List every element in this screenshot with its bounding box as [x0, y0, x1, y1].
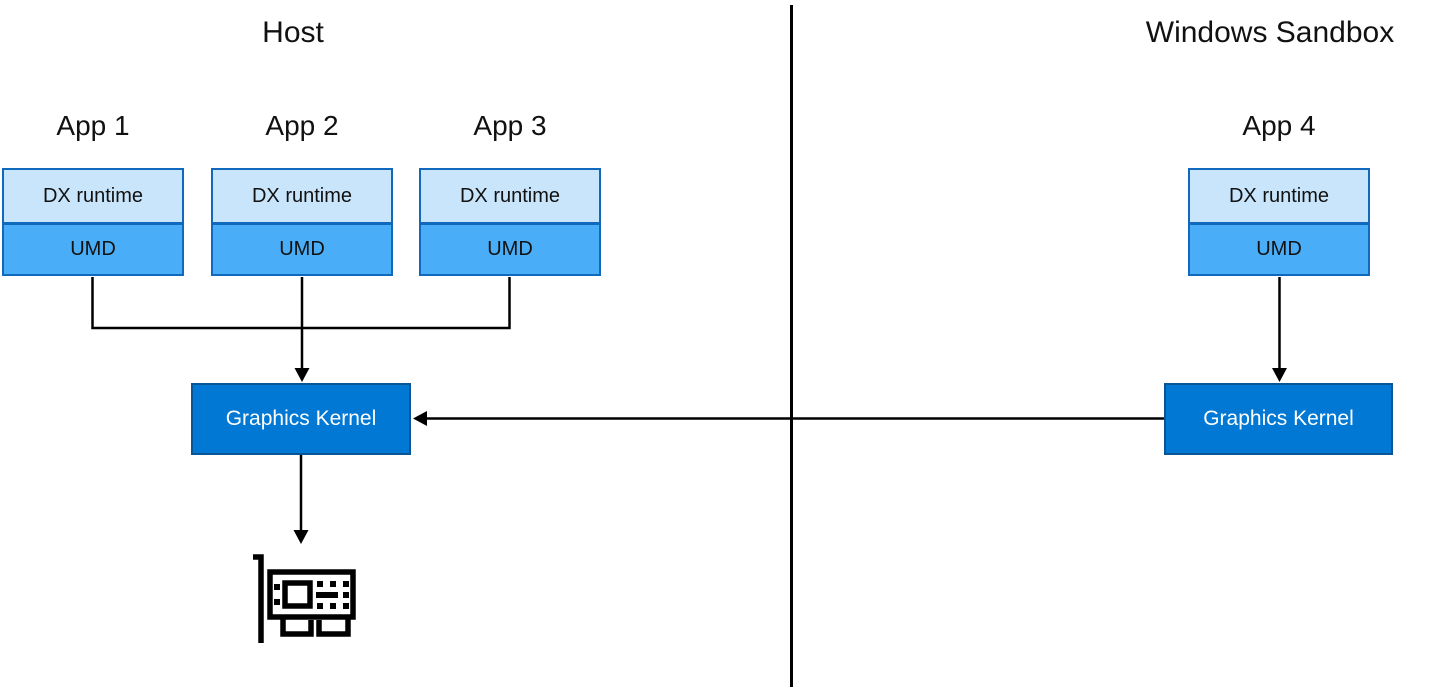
app2-dx-runtime-box: DX runtime [213, 170, 391, 225]
app4-to-kernel-arrow [1272, 277, 1287, 382]
app3-stack: DX runtime UMD [419, 168, 601, 276]
app4-stack: DX runtime UMD [1188, 168, 1370, 276]
sandbox-graphics-kernel-box: Graphics Kernel [1164, 383, 1393, 455]
sandbox-section-title: Windows Sandbox [1145, 16, 1395, 49]
app4-umd-box: UMD [1190, 225, 1368, 274]
app1-dx-runtime-box: DX runtime [4, 170, 182, 225]
host-graphics-kernel-box: Graphics Kernel [191, 383, 411, 455]
gpu-card-icon [253, 554, 356, 643]
host-section-title: Host [262, 16, 324, 49]
sandbox-kernel-to-host-kernel-arrow [413, 411, 1164, 426]
app1-umd-box: UMD [4, 225, 182, 274]
app4-dx-runtime-box: DX runtime [1190, 170, 1368, 225]
app2-label: App 2 [265, 110, 339, 141]
app3-label: App 3 [473, 110, 547, 141]
app1-stack: DX runtime UMD [2, 168, 184, 276]
app3-dx-runtime-box: DX runtime [421, 170, 599, 225]
app1-label: App 1 [56, 110, 130, 141]
app4-label: App 4 [1242, 110, 1316, 141]
app1-app3-join-line [91, 277, 511, 330]
app2-stack: DX runtime UMD [211, 168, 393, 276]
app2-umd-box: UMD [213, 225, 391, 274]
app3-umd-box: UMD [421, 225, 599, 274]
app2-to-kernel-arrow [294, 277, 310, 382]
kernel-to-gpu-arrow [293, 455, 309, 544]
